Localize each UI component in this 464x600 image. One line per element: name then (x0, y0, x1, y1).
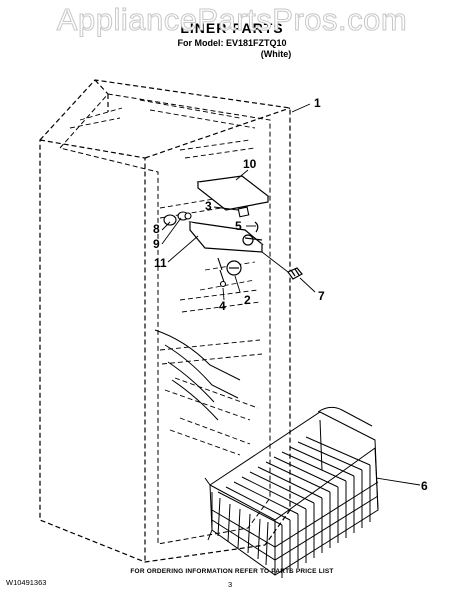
part-6-wire-basket (204, 406, 379, 578)
part-10-cover (196, 175, 270, 211)
callout-3: 3 (205, 199, 212, 213)
part-2-knob (226, 260, 242, 276)
ordering-info: FOR ORDERING INFORMATION REFER TO PARTS … (130, 568, 334, 575)
callout-11: 11 (154, 256, 167, 270)
callout-8: 8 (153, 222, 160, 236)
page-title: LINER PARTS (180, 20, 284, 36)
part-4-pin (217, 257, 227, 288)
model-variant: (White) (260, 49, 292, 59)
model-info: For Model: EV181FZTQ10 (White) (0, 38, 464, 60)
callout-5: 5 (235, 219, 242, 233)
page-number: 3 (228, 580, 233, 589)
document-number: W10491363 (6, 578, 47, 587)
liner-wall-lines (154, 329, 241, 421)
callout-2: 2 (244, 293, 251, 307)
model-number: For Model: EV181FZTQ10 (177, 38, 287, 48)
callout-9: 9 (153, 237, 160, 251)
part-11-housing (188, 221, 264, 253)
liner-outline (39, 79, 291, 563)
part-5-clip (254, 221, 259, 233)
part-8-9-fittings (163, 211, 192, 226)
part-3-knob (237, 206, 250, 218)
callout-7: 7 (318, 289, 325, 303)
part-7-connector (287, 267, 303, 280)
callout-4: 4 (219, 299, 226, 313)
callout-1: 1 (314, 96, 321, 110)
callout-10: 10 (243, 157, 257, 171)
leader-lines (161, 103, 421, 486)
callout-6: 6 (421, 479, 428, 493)
